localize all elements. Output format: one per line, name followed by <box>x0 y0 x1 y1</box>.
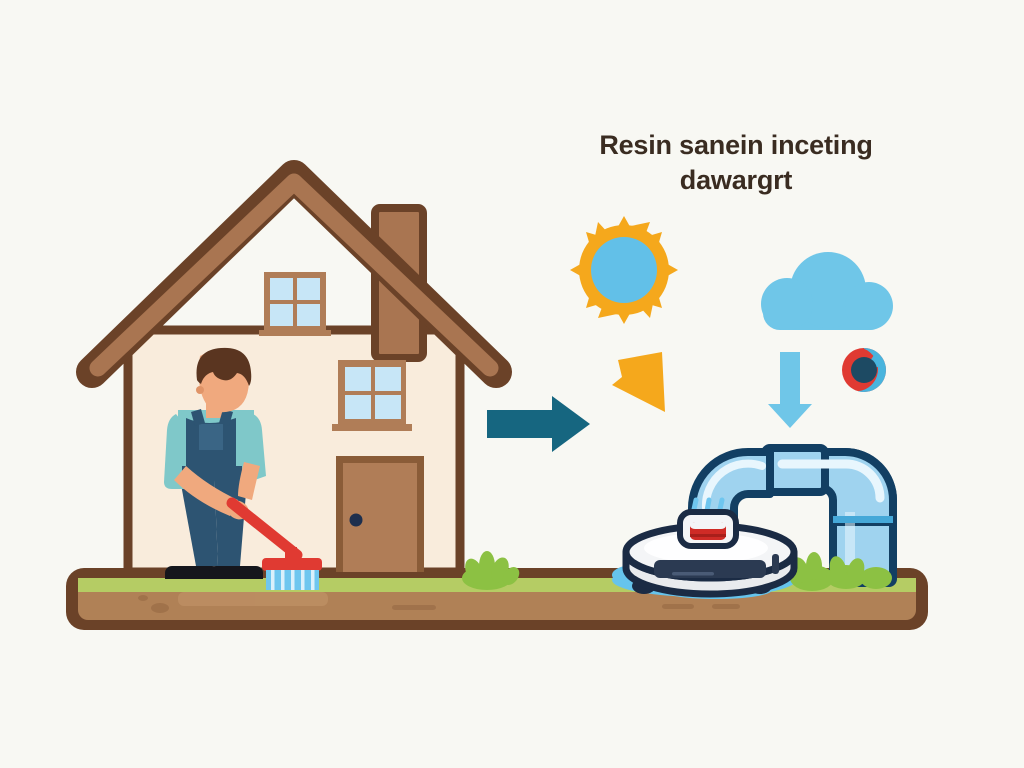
circular-status-badge <box>842 348 886 393</box>
headline-line-1: Resin sanein inceting <box>599 130 873 160</box>
down-arrow-icon <box>768 352 812 428</box>
transition-arrow <box>487 396 590 452</box>
robot-sensor-turret <box>677 509 739 549</box>
lower-window <box>332 360 412 431</box>
headline-line-2: dawargrt <box>679 164 793 195</box>
page-title: Resin sanein inceting dawargrt <box>566 128 906 197</box>
bush-by-door <box>462 551 520 590</box>
cleaning-worker <box>164 347 266 579</box>
cloud-icon <box>761 252 893 330</box>
front-door <box>336 456 424 572</box>
bush-by-pipe <box>790 552 892 591</box>
sun-icon <box>570 216 678 324</box>
amber-bolt-icon <box>612 352 665 412</box>
water-pipe <box>688 444 897 587</box>
broom <box>226 497 322 590</box>
robot-vacuum <box>622 509 798 598</box>
attic-window <box>259 272 331 336</box>
ground-texture <box>138 592 740 613</box>
house <box>76 160 512 577</box>
broom-bristles <box>266 570 319 590</box>
